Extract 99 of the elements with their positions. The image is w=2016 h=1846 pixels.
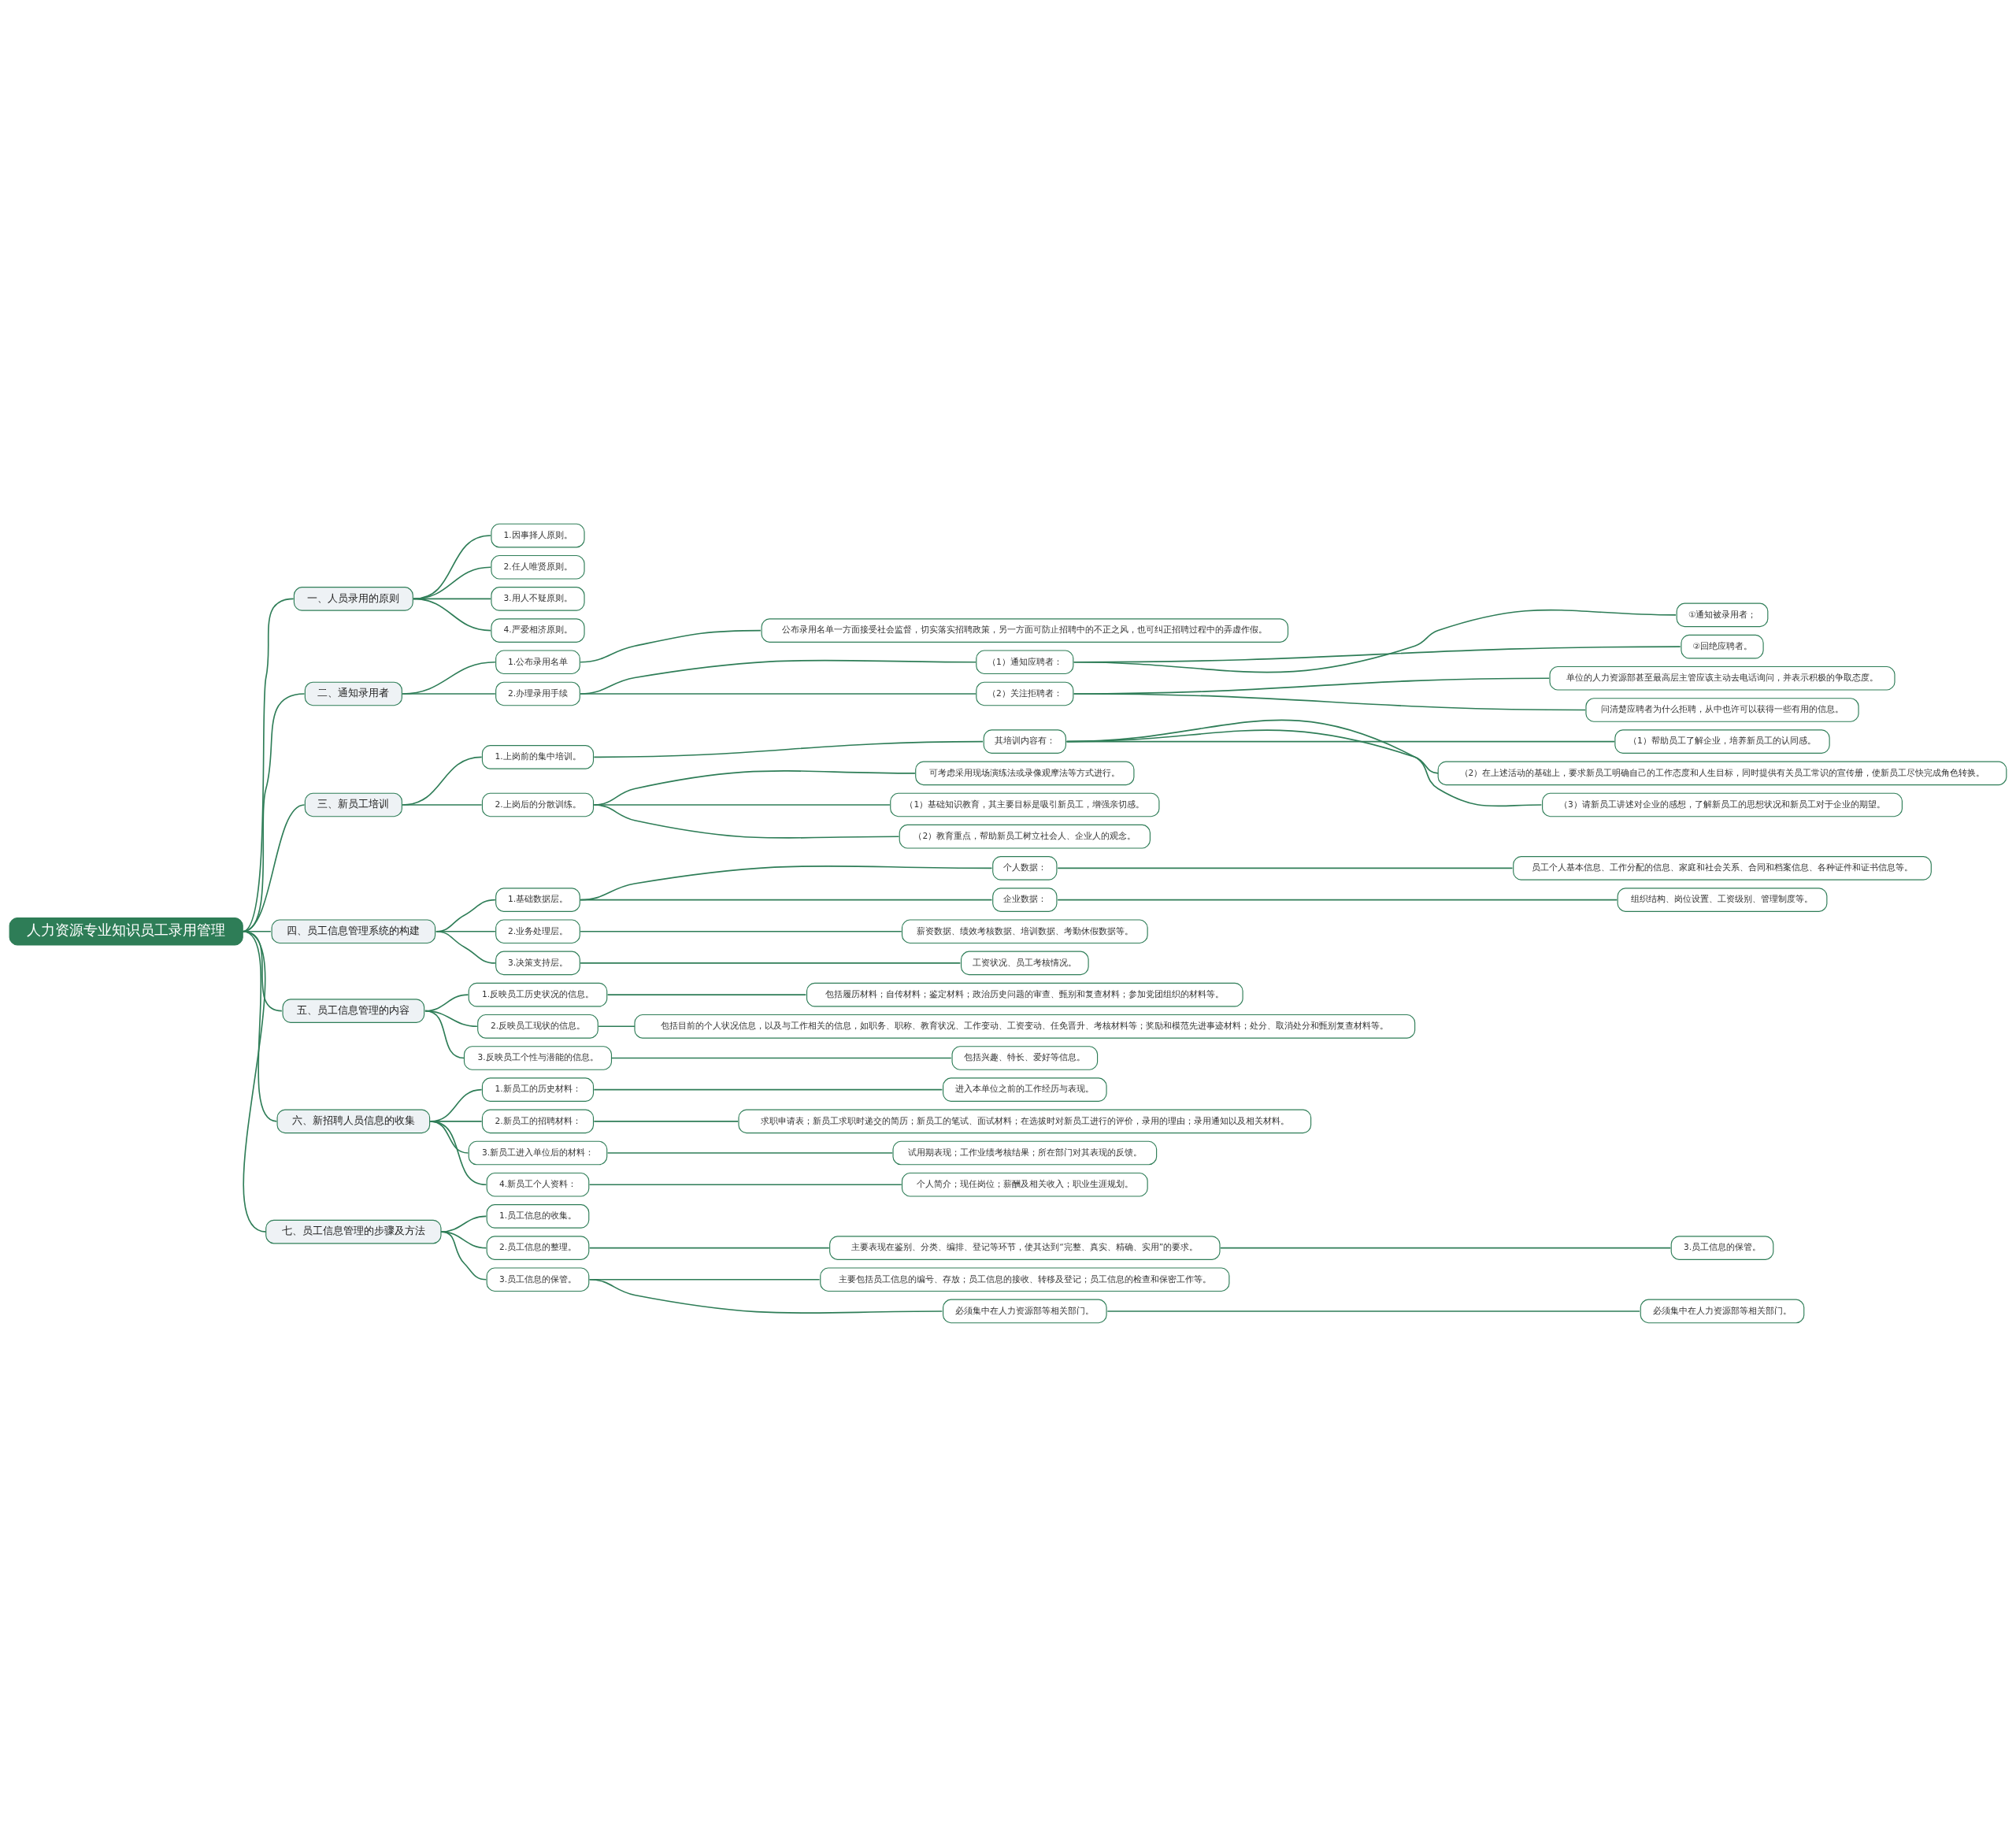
node-box: 薪资数据、绩效考核数据、培训数据、考勤休假数据等。 xyxy=(901,918,1148,943)
connector xyxy=(1073,692,1586,710)
connector xyxy=(1220,1247,1672,1248)
node-box: 2.业务处理层。 xyxy=(495,918,580,943)
connector xyxy=(1106,1310,1640,1312)
node-box: 企业数据： xyxy=(992,887,1058,912)
node-box: 1.因事择人原则。 xyxy=(491,523,585,547)
connector xyxy=(593,740,984,758)
connector xyxy=(606,993,807,995)
node-box: 3.新员工进入单位后的材料： xyxy=(468,1140,608,1165)
node-box: 必须集中在人力资源部等相关部门。 xyxy=(1640,1299,1805,1323)
node-box: 2.上岗后的分散训练。 xyxy=(481,792,595,817)
connector xyxy=(413,534,491,599)
node-box: （2）在上述活动的基础上，要求新员工明确自己的工作态度和人生目标，同时提供有关员工常识的宣传册，使新员工尽快完成角色转换。 xyxy=(1437,761,2007,785)
node-box: 2.反映员工现状的信息。 xyxy=(477,1014,598,1039)
connector xyxy=(580,899,993,900)
node-box: （2）关注拒聘者： xyxy=(976,681,1074,706)
node-box: （1）帮助员工了解企业，培养新员工的认同感。 xyxy=(1614,728,1830,754)
connector xyxy=(413,565,491,599)
node-box: 1.新员工的历史材料： xyxy=(481,1077,595,1102)
node-box: 1.基础数据层。 xyxy=(495,887,580,912)
node-box: 主要表现在鉴别、分类、编排、登记等环节，使其达到“完整、真实、精确、实用”的要求。 xyxy=(829,1235,1221,1260)
node-box: 求职申请表；新员工求职时递交的简历；新员工的笔试、面试材料；在选拔时对新员工进行的评价，录用的理由；录用通知以及相关材料。 xyxy=(738,1109,1312,1133)
connector xyxy=(413,598,491,631)
connector xyxy=(429,1120,487,1185)
node-box: （3）请新员工讲述对企业的感想，了解新员工的思想状况和新员工对于企业的期望。 xyxy=(1542,792,1903,817)
node-box: 六、新招聘人员信息的收集 xyxy=(276,1109,431,1133)
connector xyxy=(440,1230,487,1281)
connector xyxy=(1057,867,1514,869)
node-box: 3.用人不疑原则。 xyxy=(491,586,585,611)
node-box: 2.新员工的招聘材料： xyxy=(481,1109,595,1133)
node-box: 包括兴趣、特长、爱好等信息。 xyxy=(951,1045,1099,1070)
node-box: 3.反映员工个性与潜能的信息。 xyxy=(463,1045,613,1070)
node-box: 单位的人力资源部甚至最高层主管应该主动去电话询问，并表示积极的争取态度。 xyxy=(1549,665,1896,691)
connector xyxy=(598,1025,636,1027)
node-box: （2）教育重点，帮助新员工树立社会人、企业人的观念。 xyxy=(899,824,1151,849)
connector xyxy=(580,865,993,900)
connector xyxy=(580,962,962,964)
node-box: 2.任人唯贤原则。 xyxy=(491,554,585,580)
node-box: 五、员工信息管理的内容 xyxy=(282,998,425,1023)
node-box: 问清楚应聘者为什么拒聘，从中也许可以获得一些有用的信息。 xyxy=(1585,697,1859,722)
connector xyxy=(1065,719,1543,806)
node-box: 必须集中在人力资源部等相关部门。 xyxy=(943,1299,1107,1323)
node-box: 主要包括员工信息的编号、存放；员工信息的接收、转移及登记；员工信息的检查和保密工作等。 xyxy=(820,1266,1230,1292)
connector xyxy=(402,803,483,806)
connector xyxy=(588,1278,943,1314)
node-box: （1）基础知识教育，其主要目标是吸引新员工，增强亲切感。 xyxy=(890,792,1160,817)
node-box: 员工个人基本信息、工作分配的信息、家庭和社会关系、合同和档案信息、各种证件和证书信息等。 xyxy=(1513,855,1932,880)
node-box: 2.办理录用手续 xyxy=(495,681,580,706)
connector xyxy=(1057,899,1618,900)
node-box: 1.反映员工历史状况的信息。 xyxy=(468,982,608,1006)
node-box: （1）通知应聘者： xyxy=(976,649,1074,674)
node-box: ①通知被录用者； xyxy=(1676,602,1769,627)
node-box: 其培训内容有： xyxy=(983,728,1066,754)
connector xyxy=(580,692,976,695)
node-box: 七、员工信息管理的步骤及方法 xyxy=(265,1219,442,1244)
connector xyxy=(588,1247,830,1248)
node-box: 组织结构、岗位设置、工资级别、管理制度等。 xyxy=(1617,887,1828,912)
connector xyxy=(424,1010,465,1058)
node-box: ②回绝应聘者。 xyxy=(1681,634,1764,658)
connector xyxy=(402,692,496,695)
connector xyxy=(435,930,496,964)
connector xyxy=(402,756,483,806)
node-box: 进入本单位之前的工作经历与表现。 xyxy=(943,1077,1107,1102)
connector xyxy=(580,930,902,932)
node-box: 包括履历材料；自传材料；鉴定材料；政治历史问题的审查、甄别和复查材料；参加党团组织的材料等。 xyxy=(806,982,1243,1006)
connector xyxy=(593,803,900,839)
node-box: 人力资源专业知识员工录用管理 xyxy=(9,917,243,946)
node-box: 2.员工信息的整理。 xyxy=(486,1235,590,1260)
connector xyxy=(242,598,295,932)
node-box: 4.严爱相济原则。 xyxy=(491,617,585,643)
node-box: 3.决策支持层。 xyxy=(495,951,580,975)
connector xyxy=(610,1057,952,1058)
connector xyxy=(606,1151,894,1154)
connector xyxy=(593,1088,943,1090)
connector xyxy=(580,629,762,663)
connector xyxy=(593,1120,739,1122)
node-box: 四、员工信息管理系统的构建 xyxy=(271,918,436,943)
node-box: 个人简介；现任岗位；薪酬及相关收入；职业生涯规划。 xyxy=(901,1172,1148,1197)
node-box: 包括目前的个人状况信息，以及与工作相关的信息，如职务、职称、教育状况、工作变动、工资变动、任免晋升、考核材料等；奖励和模范先进事迹材料；处分、取消处分和甄别复查材料等。 xyxy=(634,1014,1416,1039)
node-box: 工资状况、员工考核情况。 xyxy=(960,951,1089,975)
node-box: 1.公布录用名单 xyxy=(495,649,580,674)
node-box: 1.上岗前的集中培训。 xyxy=(481,744,595,769)
node-box: 1.员工信息的收集。 xyxy=(486,1203,590,1229)
connector xyxy=(580,659,976,695)
node-box: 3.员工信息的保管。 xyxy=(1670,1235,1774,1260)
node-box: 三、新员工培训 xyxy=(304,792,402,817)
node-box: 二、通知录用者 xyxy=(304,681,402,706)
connector xyxy=(588,1183,902,1185)
node-box: 一、人员录用的原则 xyxy=(293,586,413,611)
connector xyxy=(1073,645,1681,663)
connector xyxy=(402,661,496,695)
node-box: 3.员工信息的保管。 xyxy=(486,1266,590,1292)
connector xyxy=(242,930,267,1233)
node-box: 4.新员工个人资料： xyxy=(486,1172,590,1197)
node-box: 个人数据： xyxy=(992,855,1058,880)
node-box: 试用期表现；工作业绩考核结果；所在部门对其表现的反馈。 xyxy=(892,1140,1158,1165)
node-box: 公布录用名单一方面接受社会监督，切实落实招聘政策，另一方面可防止招聘中的不正之风，也可纠正招聘过程中的弄虚作假。 xyxy=(761,617,1289,643)
node-box: 可考虑采用现场演练法或录像观摩法等方式进行。 xyxy=(915,761,1135,785)
